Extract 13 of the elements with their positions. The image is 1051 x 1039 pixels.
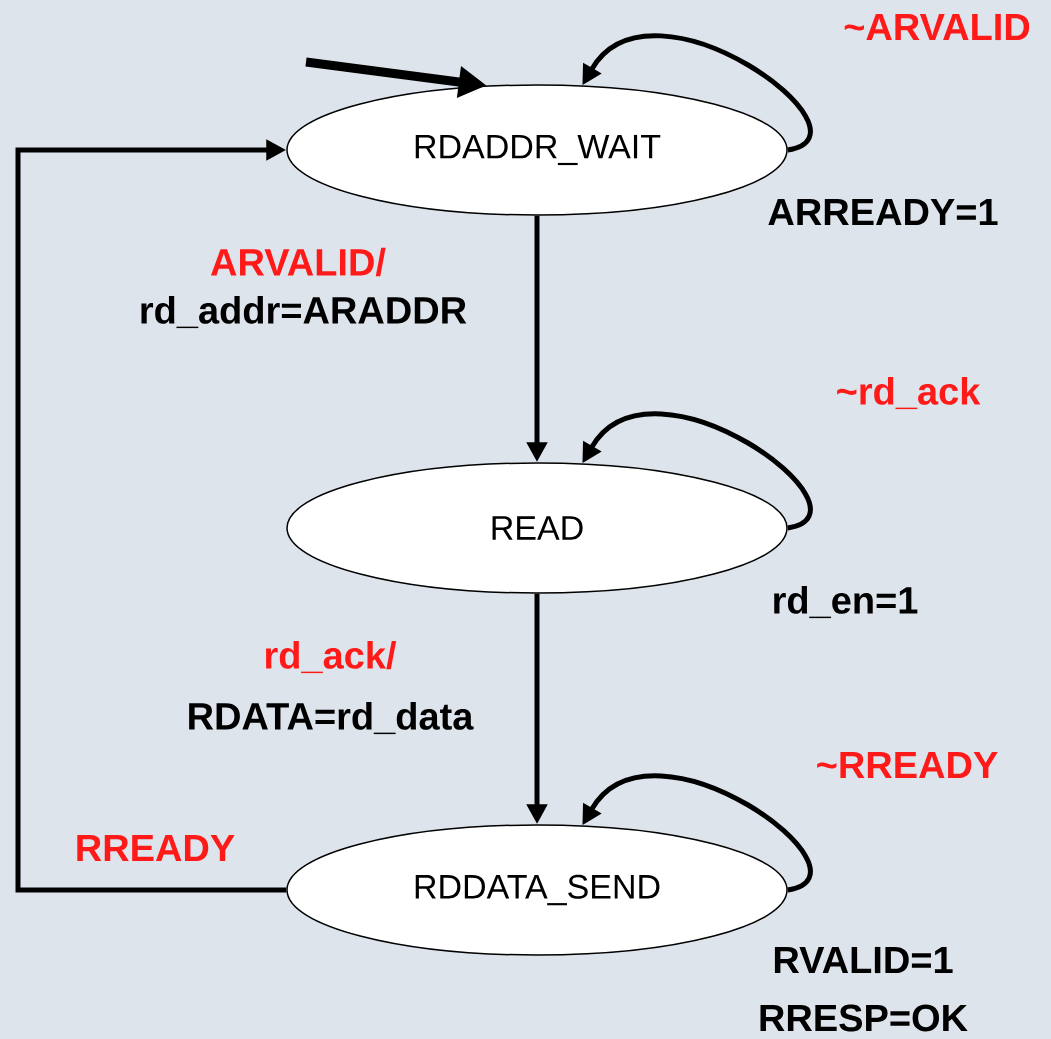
- edge-label: RREADY: [77, 834, 235, 862]
- action-label: RDATA=rd_data: [189, 701, 474, 735]
- edge-label: ARVALID/: [211, 247, 386, 277]
- arrow: [582, 411, 813, 531]
- edge-label: ~ARVALID: [844, 13, 1030, 41]
- edge-label: ~RREADY: [817, 751, 998, 779]
- arrow: [15, 139, 287, 893]
- arrow: [582, 33, 813, 153]
- output-label: RRESP=OK: [760, 1004, 968, 1032]
- edge-label: ~rd_ack: [837, 376, 981, 410]
- arrow: [582, 773, 813, 893]
- edge-label: rd_ack/: [265, 640, 397, 674]
- action-label: rd_addr=ARADDR: [141, 295, 467, 329]
